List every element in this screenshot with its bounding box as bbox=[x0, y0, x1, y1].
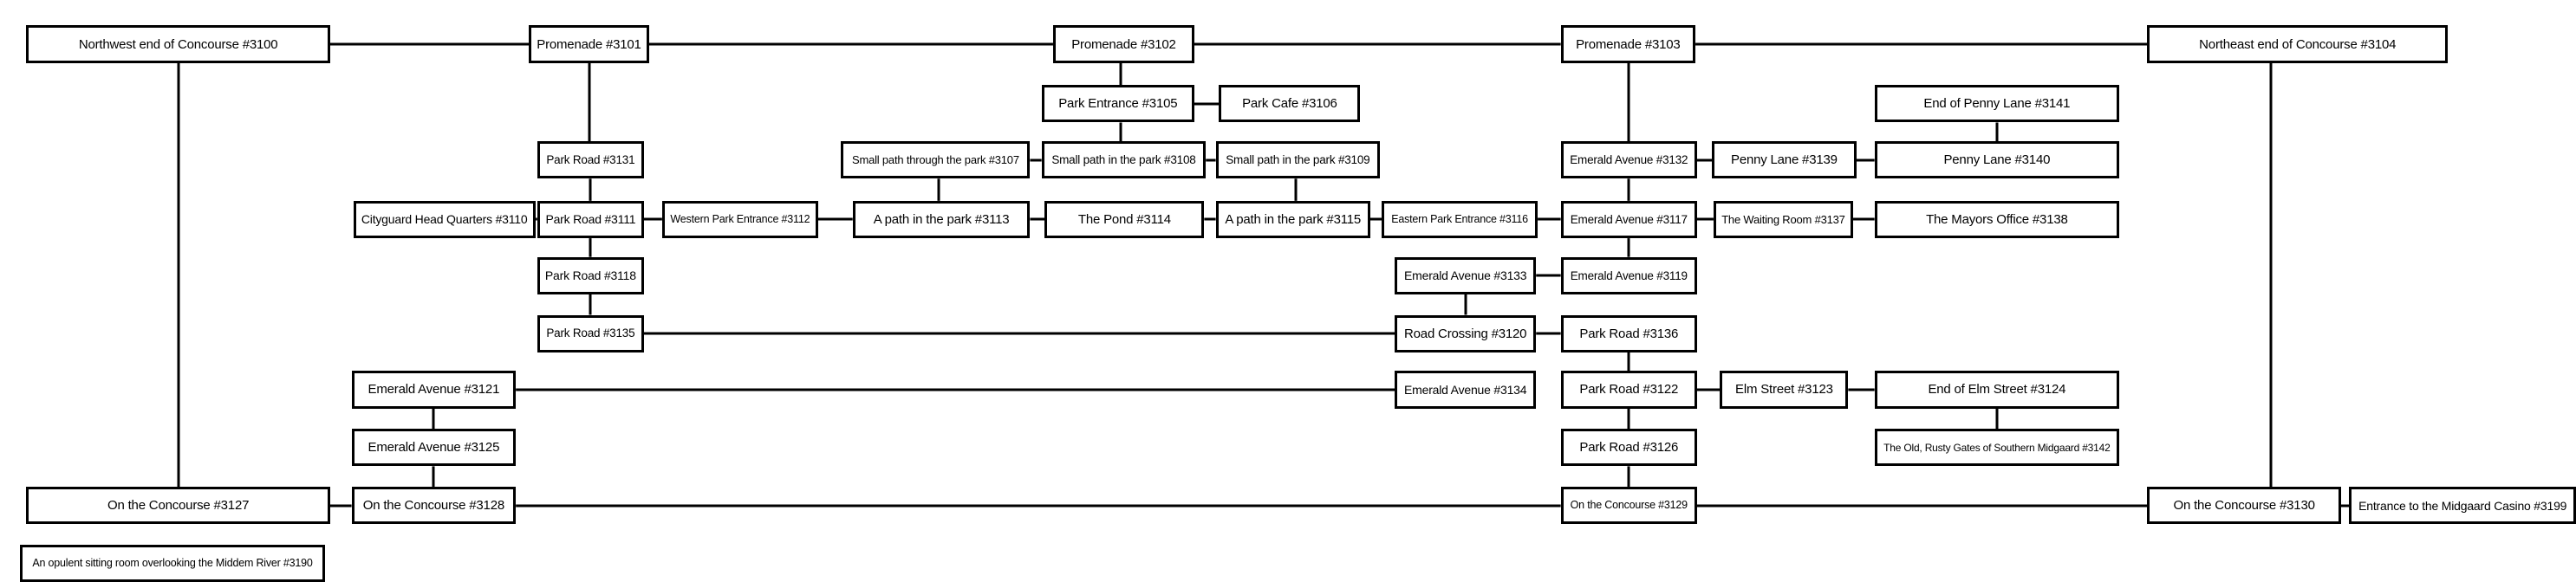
room-node-label: Park Road #3126 bbox=[1579, 440, 1679, 456]
room-node-3133[interactable]: Emerald Avenue #3133 bbox=[1395, 256, 1537, 294]
room-node-label: Park Road #3118 bbox=[544, 268, 636, 283]
room-node-3111[interactable]: Park Road #3111 bbox=[537, 200, 644, 239]
room-node-3115[interactable]: A path in the park #3115 bbox=[1215, 200, 1370, 239]
room-node-3142[interactable]: The Old, Rusty Gates of Southern Midgaar… bbox=[1874, 429, 2120, 467]
room-node-3122[interactable]: Park Road #3122 bbox=[1560, 371, 1697, 409]
room-node-label: Small path in the park #3108 bbox=[1051, 152, 1196, 166]
room-node-label: Cityguard Head Quarters #3110 bbox=[361, 212, 528, 227]
room-node-label: On the Concourse #3129 bbox=[1570, 499, 1688, 512]
room-node-label: End of Penny Lane #3141 bbox=[1923, 96, 2071, 112]
room-node-3125[interactable]: Emerald Avenue #3125 bbox=[351, 429, 517, 467]
room-node-3104[interactable]: Northeast end of Concourse #3104 bbox=[2147, 25, 2449, 63]
room-node-label: On the Concourse #3130 bbox=[2173, 498, 2315, 514]
room-node-label: Promenade #3103 bbox=[1576, 36, 1681, 52]
room-node-3120[interactable]: Road Crossing #3120 bbox=[1395, 314, 1537, 352]
room-node-3108[interactable]: Small path in the park #3108 bbox=[1041, 141, 1207, 179]
room-node-label: Emerald Avenue #3132 bbox=[1570, 152, 1688, 166]
room-node-label: Park Entrance #3105 bbox=[1058, 96, 1178, 112]
room-node-3130[interactable]: On the Concourse #3130 bbox=[2147, 486, 2341, 525]
room-node-label: The Waiting Room #3137 bbox=[1721, 212, 1845, 226]
room-node-3102[interactable]: Promenade #3102 bbox=[1052, 25, 1194, 63]
room-node-3114[interactable]: The Pond #3114 bbox=[1044, 200, 1205, 239]
room-node-label: The Old, Rusty Gates of Southern Midgaar… bbox=[1883, 441, 2111, 454]
room-node-3135[interactable]: Park Road #3135 bbox=[537, 314, 644, 352]
room-node-3103[interactable]: Promenade #3103 bbox=[1560, 25, 1696, 63]
room-node-3137[interactable]: The Waiting Room #3137 bbox=[1713, 200, 1854, 239]
room-node-3138[interactable]: The Mayors Office #3138 bbox=[1874, 200, 2120, 239]
room-node-3190[interactable]: An opulent sitting room overlooking the … bbox=[19, 544, 326, 582]
room-node-3136[interactable]: Park Road #3136 bbox=[1560, 314, 1697, 352]
room-node-label: The Mayors Office #3138 bbox=[1926, 211, 2068, 227]
room-node-label: A path in the park #3115 bbox=[1225, 211, 1362, 227]
room-node-label: Elm Street #3123 bbox=[1735, 382, 1833, 398]
room-node-3116[interactable]: Eastern Park Entrance #3116 bbox=[1382, 200, 1538, 239]
room-node-label: Northwest end of Concourse #3100 bbox=[78, 36, 278, 52]
room-node-label: Eastern Park Entrance #3116 bbox=[1391, 213, 1528, 226]
room-node-label: Emerald Avenue #3133 bbox=[1404, 268, 1527, 283]
room-node-label: Small path through the park #3107 bbox=[851, 153, 1019, 167]
room-node-3140[interactable]: Penny Lane #3140 bbox=[1874, 141, 2120, 179]
room-node-label: Emerald Avenue #3134 bbox=[1404, 382, 1527, 397]
room-node-3118[interactable]: Park Road #3118 bbox=[537, 256, 644, 294]
room-node-label: Emerald Avenue #3121 bbox=[368, 382, 500, 398]
room-node-label: End of Elm Street #3124 bbox=[1928, 382, 2066, 398]
room-node-3129[interactable]: On the Concourse #3129 bbox=[1560, 486, 1697, 525]
room-node-3106[interactable]: Park Cafe #3106 bbox=[1219, 85, 1361, 123]
room-node-3127[interactable]: On the Concourse #3127 bbox=[26, 486, 330, 525]
room-node-label: Park Road #3111 bbox=[545, 212, 636, 227]
room-node-3110[interactable]: Cityguard Head Quarters #3110 bbox=[353, 200, 536, 239]
room-node-label: Road Crossing #3120 bbox=[1404, 326, 1527, 341]
room-node-label: Entrance to the Midgaard Casino #3199 bbox=[2358, 498, 2567, 513]
room-node-3131[interactable]: Park Road #3131 bbox=[537, 141, 644, 179]
room-node-label: Emerald Avenue #3125 bbox=[368, 440, 500, 456]
room-node-3101[interactable]: Promenade #3101 bbox=[529, 25, 649, 63]
room-node-label: Park Road #3122 bbox=[1579, 382, 1679, 398]
room-node-3126[interactable]: Park Road #3126 bbox=[1560, 429, 1697, 467]
room-node-label: Small path in the park #3109 bbox=[1226, 152, 1370, 166]
room-node-3141[interactable]: End of Penny Lane #3141 bbox=[1874, 85, 2120, 123]
room-node-3119[interactable]: Emerald Avenue #3119 bbox=[1560, 256, 1697, 294]
room-node-3121[interactable]: Emerald Avenue #3121 bbox=[351, 371, 517, 409]
room-node-3117[interactable]: Emerald Avenue #3117 bbox=[1560, 200, 1697, 239]
room-node-label: Park Cafe #3106 bbox=[1242, 96, 1337, 112]
room-node-label: Western Park Entrance #3112 bbox=[670, 213, 810, 226]
room-node-label: The Pond #3114 bbox=[1077, 211, 1171, 227]
room-node-label: Park Road #3136 bbox=[1579, 326, 1679, 341]
room-node-3139[interactable]: Penny Lane #3139 bbox=[1712, 141, 1857, 179]
room-node-label: Park Road #3135 bbox=[546, 327, 635, 340]
room-node-3105[interactable]: Park Entrance #3105 bbox=[1041, 85, 1194, 123]
room-node-label: Northeast end of Concourse #3104 bbox=[2199, 36, 2397, 52]
room-node-3112[interactable]: Western Park Entrance #3112 bbox=[661, 200, 818, 239]
room-node-3107[interactable]: Small path through the park #3107 bbox=[841, 141, 1031, 179]
room-node-label: Emerald Avenue #3119 bbox=[1570, 268, 1688, 282]
room-node-3109[interactable]: Small path in the park #3109 bbox=[1215, 141, 1381, 179]
room-node-label: An opulent sitting room overlooking the … bbox=[32, 557, 313, 570]
room-node-3128[interactable]: On the Concourse #3128 bbox=[351, 486, 517, 525]
room-node-label: Promenade #3101 bbox=[537, 36, 641, 52]
room-node-3199[interactable]: Entrance to the Midgaard Casino #3199 bbox=[2349, 486, 2576, 525]
room-node-3123[interactable]: Elm Street #3123 bbox=[1720, 371, 1849, 409]
room-node-3113[interactable]: A path in the park #3113 bbox=[852, 200, 1031, 239]
room-node-3100[interactable]: Northwest end of Concourse #3100 bbox=[26, 25, 330, 63]
room-node-3132[interactable]: Emerald Avenue #3132 bbox=[1560, 141, 1697, 179]
room-node-label: A path in the park #3113 bbox=[873, 211, 1010, 227]
room-node-label: Emerald Avenue #3117 bbox=[1570, 212, 1688, 226]
room-node-3124[interactable]: End of Elm Street #3124 bbox=[1874, 371, 2120, 409]
room-node-3134[interactable]: Emerald Avenue #3134 bbox=[1395, 371, 1537, 409]
room-node-label: Park Road #3131 bbox=[546, 152, 635, 166]
room-node-label: Promenade #3102 bbox=[1071, 36, 1176, 52]
room-node-label: On the Concourse #3128 bbox=[362, 498, 504, 514]
room-node-label: On the Concourse #3127 bbox=[107, 498, 250, 514]
room-node-label: Penny Lane #3140 bbox=[1943, 152, 2051, 168]
room-node-label: Penny Lane #3139 bbox=[1731, 152, 1838, 168]
